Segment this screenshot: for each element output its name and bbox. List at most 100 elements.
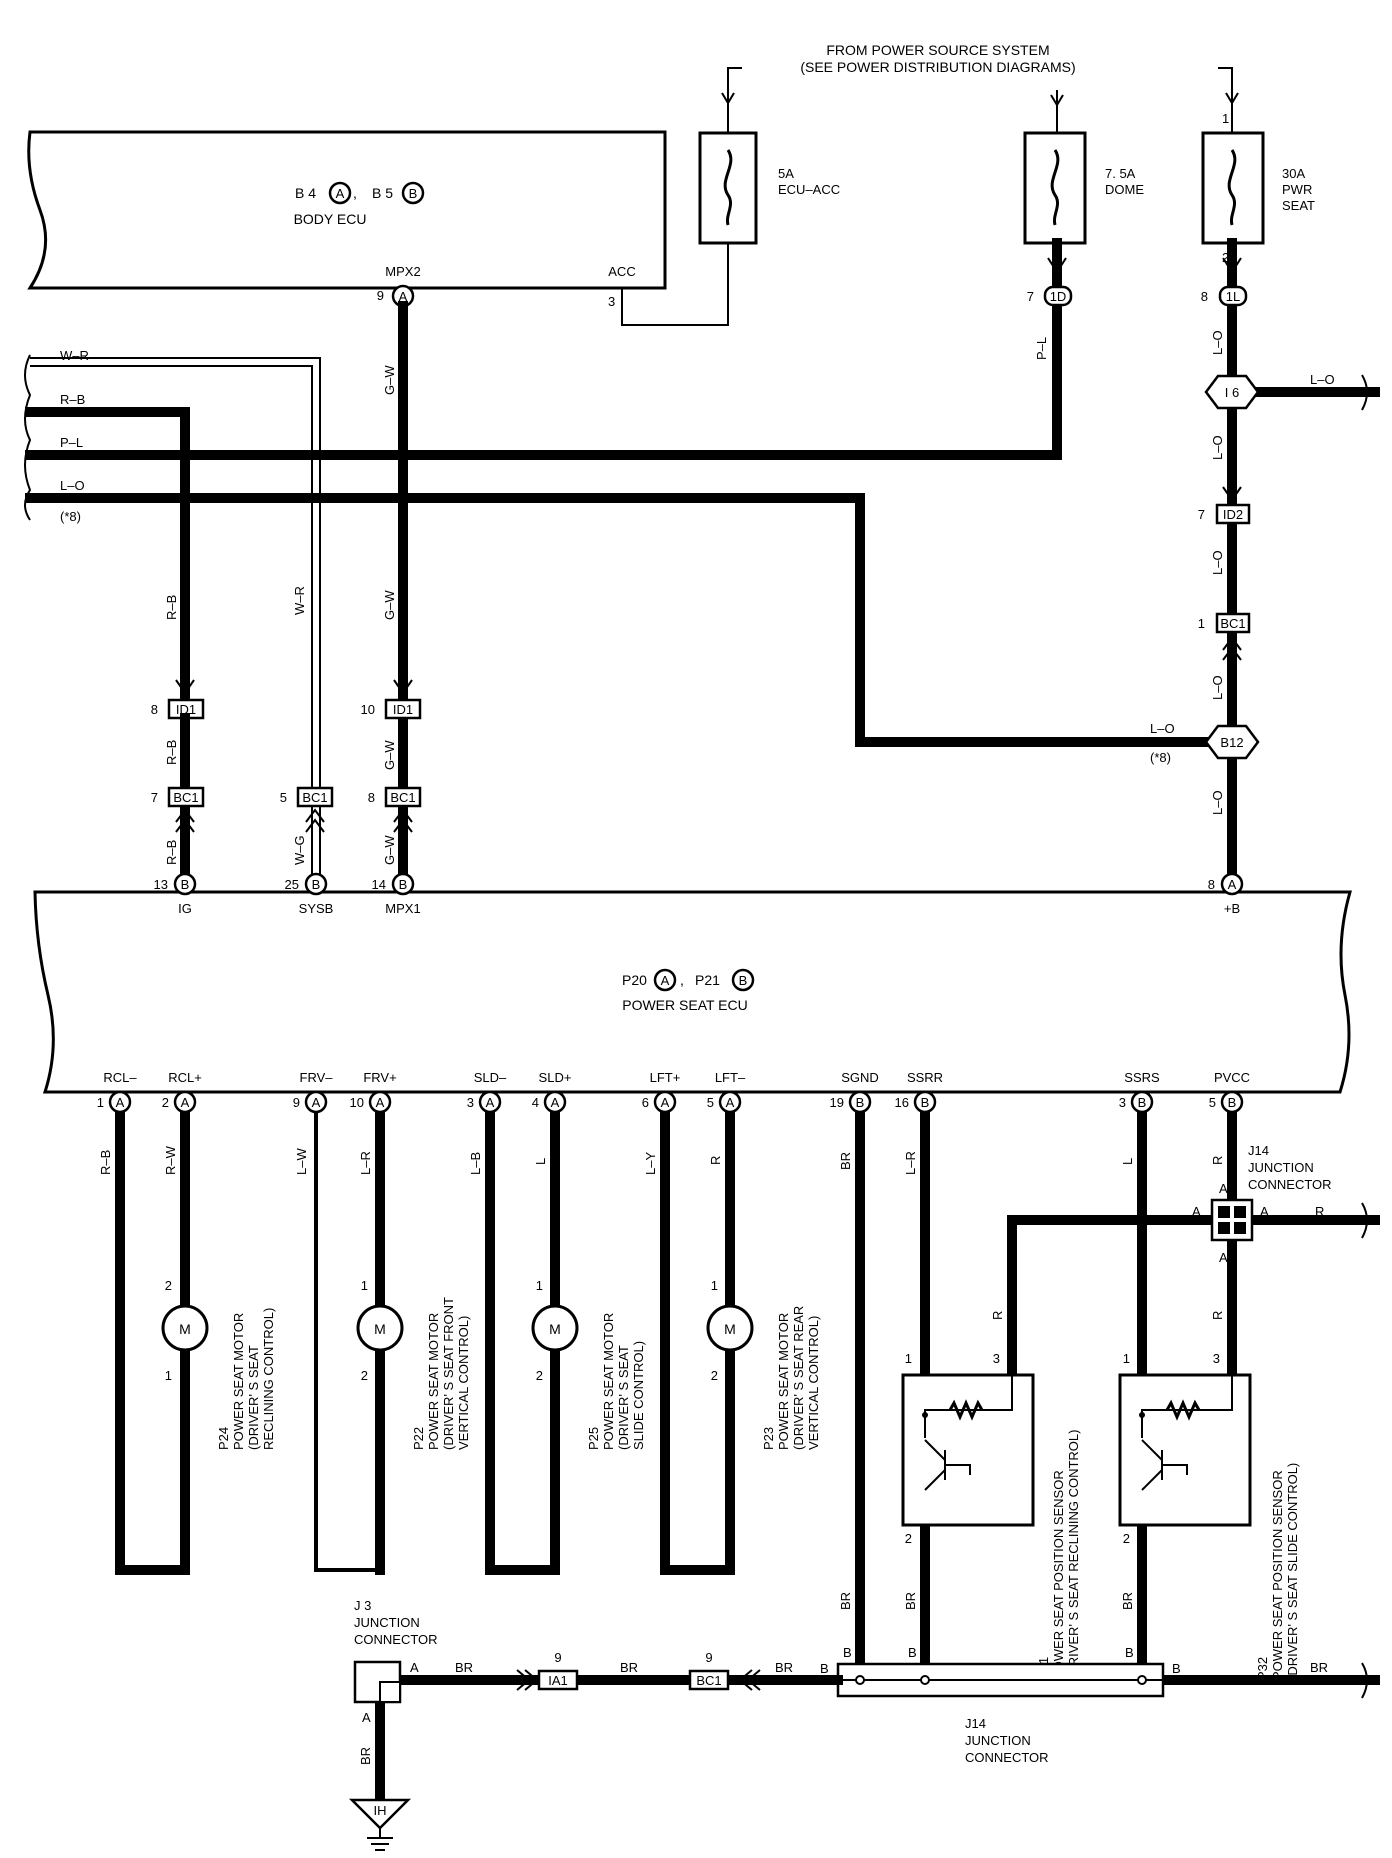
conn-b12 (1204, 724, 1260, 760)
conn-bc1-right-label: BC1 (1220, 616, 1245, 631)
conn-bc1-c-pin: 8 (368, 790, 375, 805)
svg-text:3: 3 (1213, 1351, 1220, 1366)
source-line1: FROM POWER SOURCE SYSTEM (826, 42, 1049, 58)
svg-text:R: R (1210, 1156, 1225, 1165)
conn-id1-b-pin: 10 (361, 702, 375, 717)
conn-bc1-a-pin: 7 (151, 790, 158, 805)
wire-l-o-2: L–O (1210, 435, 1225, 460)
svg-text:3: 3 (1119, 1095, 1126, 1110)
svg-text:LFT–: LFT– (715, 1070, 746, 1085)
svg-text:2: 2 (536, 1368, 543, 1383)
body-ecu-mpx2-letter: A (399, 289, 408, 304)
conn-id2-label: ID2 (1223, 507, 1243, 522)
svg-text:A: A (1228, 877, 1237, 892)
svg-text:J14: J14 (965, 1716, 986, 1731)
svg-text:2: 2 (162, 1095, 169, 1110)
svg-text:13: 13 (154, 877, 168, 892)
fuse1-name: ECU–ACC (778, 182, 840, 197)
body-ecu-conn-a-letter: A (336, 186, 345, 201)
svg-text:5: 5 (707, 1095, 714, 1110)
wire-r-b-3: R–B (164, 840, 179, 865)
svg-text:,: , (680, 972, 684, 988)
svg-text:10: 10 (350, 1095, 364, 1110)
conn-id2 (1215, 503, 1251, 525)
svg-text:POWER SEAT MOTOR: POWER SEAT MOTOR (776, 1313, 791, 1450)
fuse2-name: DOME (1105, 182, 1144, 197)
svg-text:LFT+: LFT+ (650, 1070, 681, 1085)
conn-bc1-c-label: BC1 (390, 790, 415, 805)
conn-bc1-right-pin: 1 (1198, 616, 1205, 631)
motor-p25: M 1 2 P25 POWER SEAT MOTOR (DRIVER' S SE… (531, 1278, 646, 1450)
wire-g-w-4: G–W (382, 835, 397, 865)
svg-text:PVCC: PVCC (1214, 1070, 1250, 1085)
svg-text:JUNCTION: JUNCTION (965, 1733, 1031, 1748)
svg-text:16: 16 (895, 1095, 909, 1110)
svg-text:P23: P23 (761, 1427, 776, 1450)
svg-text:J14: J14 (1248, 1143, 1269, 1158)
svg-text:2: 2 (361, 1368, 368, 1383)
ps-ecu-conn-b-letter: B (739, 973, 748, 988)
svg-text:CONNECTOR: CONNECTOR (1248, 1177, 1332, 1192)
wire-l-o-3: L–O (1210, 550, 1225, 575)
svg-text:A: A (410, 1660, 419, 1675)
svg-text:R–B: R–B (98, 1150, 113, 1175)
conn-1l (1218, 285, 1248, 307)
svg-text:BC1: BC1 (696, 1673, 721, 1688)
conn-1d-pin: 7 (1027, 289, 1034, 304)
body-ecu-conn-b-label: B 5 (372, 185, 393, 201)
conn-bc1-b (296, 786, 334, 808)
ps-ecu-conn-a-label: P20 (622, 972, 647, 988)
source-line2: (SEE POWER DISTRIBUTION DIAGRAMS) (800, 59, 1075, 75)
svg-text:A: A (181, 1095, 190, 1110)
svg-text:CONNECTOR: CONNECTOR (965, 1750, 1049, 1765)
conn-bc1-a (167, 786, 205, 808)
left-wire-l-o: L–O (60, 478, 85, 493)
svg-text:25: 25 (285, 877, 299, 892)
svg-text:BR: BR (455, 1660, 473, 1675)
svg-text:,: , (353, 185, 357, 201)
left-wire-star8: (*8) (60, 509, 81, 524)
motor-p24: M 2 1 P24 POWER SEAT MOTOR (DRIVER' S SE… (161, 1278, 276, 1450)
svg-text:L–R: L–R (358, 1151, 373, 1175)
wire-br-p31: BR (903, 1592, 918, 1610)
svg-text:1: 1 (1123, 1351, 1130, 1366)
conn-bc1-c (384, 786, 422, 808)
fuse3-amp: 30A (1282, 166, 1305, 181)
body-ecu-mpx2: MPX2 (385, 264, 420, 279)
svg-text:IA1: IA1 (548, 1673, 568, 1688)
svg-text:4: 4 (532, 1095, 539, 1110)
svg-text:(DRIVER' S SEAT SLIDE CONTROL): (DRIVER' S SEAT SLIDE CONTROL) (1285, 1463, 1300, 1680)
wire-g-w-2: G–W (382, 590, 397, 620)
svg-text:MPX1: MPX1 (385, 901, 420, 916)
conn-bc1-b-pin: 5 (280, 790, 287, 805)
svg-text:B: B (843, 1645, 852, 1660)
svg-text:SLD–: SLD– (474, 1070, 507, 1085)
fuse-dome: 7. 5A DOME (1023, 90, 1144, 245)
svg-text:M: M (374, 1321, 386, 1337)
svg-text:SGND: SGND (841, 1070, 879, 1085)
wire-l-o-out: L–O (1310, 372, 1335, 387)
svg-text:R: R (990, 1311, 1005, 1320)
svg-text:1: 1 (905, 1351, 912, 1366)
svg-text:A: A (1260, 1204, 1269, 1219)
svg-text:JUNCTION: JUNCTION (354, 1615, 420, 1630)
conn-1l-pin: 8 (1201, 289, 1208, 304)
svg-text:VERTICAL CONTROL): VERTICAL CONTROL) (806, 1316, 821, 1450)
svg-text:RCL+: RCL+ (168, 1070, 202, 1085)
motor-p23: M 1 2 P23 POWER SEAT MOTOR (DRIVER' S SE… (706, 1278, 821, 1450)
body-ecu-mpx2-num: 9 (377, 288, 384, 303)
svg-text:L–B: L–B (468, 1152, 483, 1175)
svg-text:B: B (856, 1095, 865, 1110)
svg-text:SYSB: SYSB (299, 901, 334, 916)
svg-text:R: R (1210, 1311, 1225, 1320)
svg-text:2: 2 (1123, 1531, 1130, 1546)
svg-text:B: B (312, 877, 321, 892)
svg-text:RCL–: RCL– (103, 1070, 137, 1085)
svg-text:B: B (181, 877, 190, 892)
svg-text:1: 1 (711, 1278, 718, 1293)
wire-l-o-b12: L–O (1150, 721, 1175, 736)
left-wire-r-b: R–B (60, 392, 85, 407)
wire-r-b-2: R–B (164, 740, 179, 765)
svg-text:BR: BR (838, 1152, 853, 1170)
